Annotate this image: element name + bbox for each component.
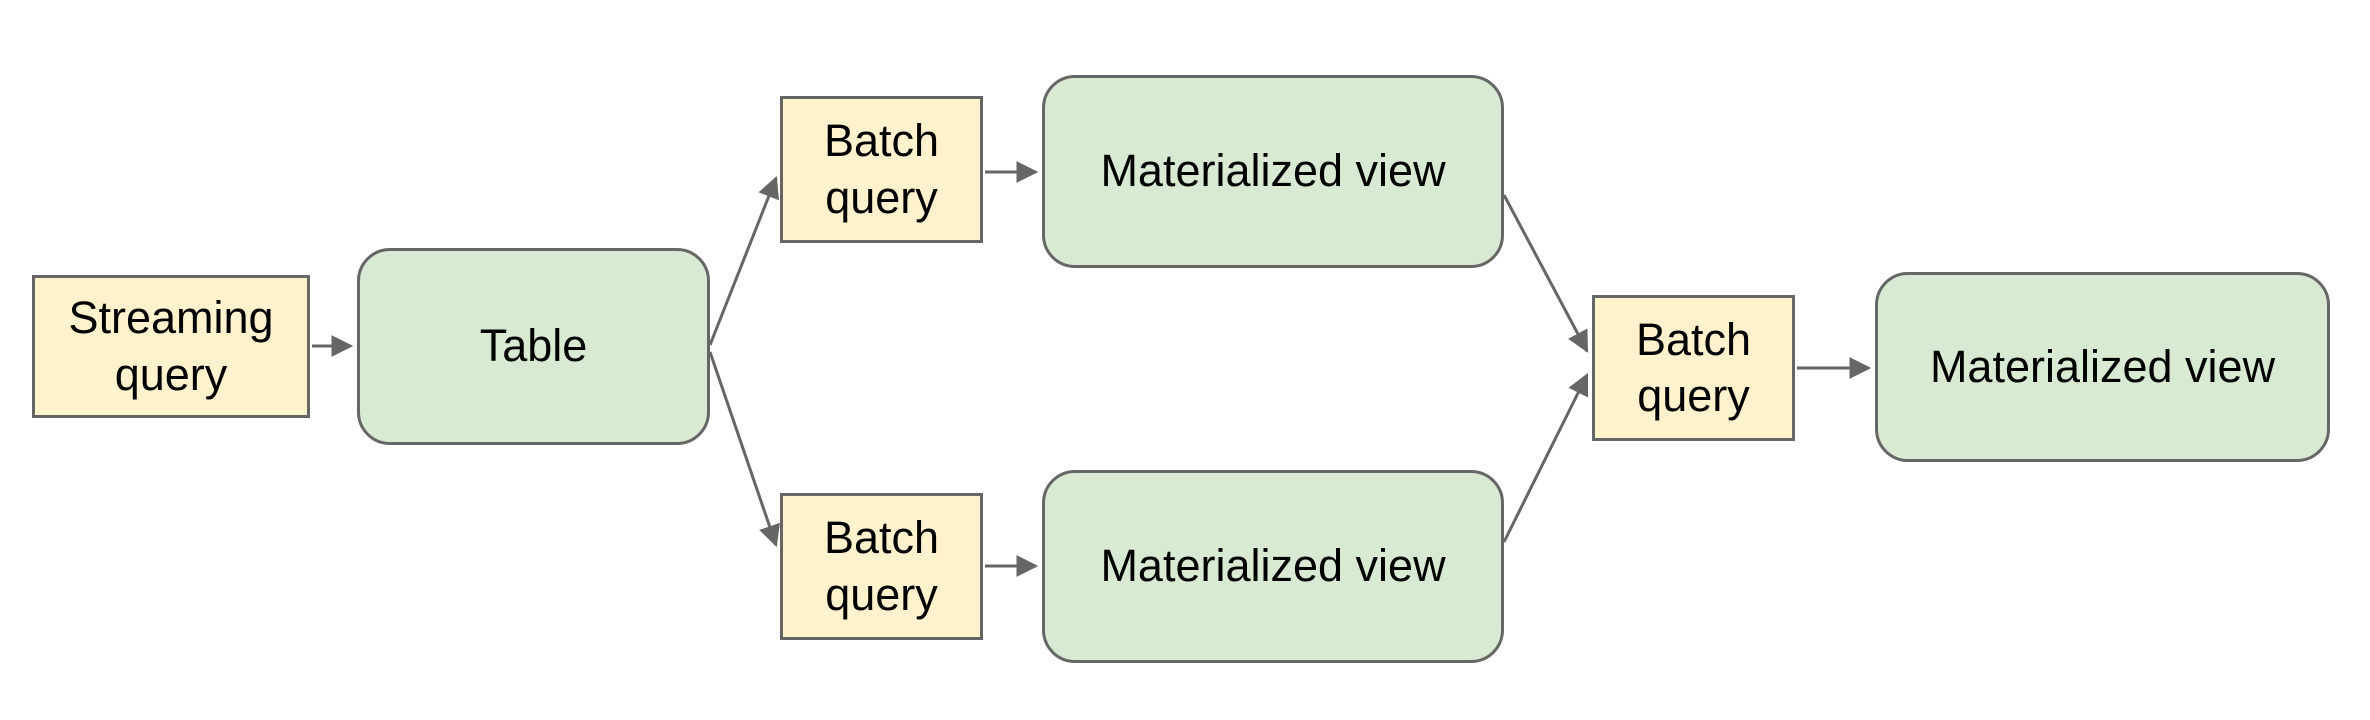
node-batch-query-bottom: Batch query: [780, 493, 983, 640]
node-materialized-view-top-label: Materialized view: [1100, 145, 1446, 197]
node-batch-query-bottom-label: Batch query: [823, 512, 940, 620]
node-streaming-query: Streaming query: [32, 275, 310, 418]
node-materialized-view-top: Materialized view: [1042, 75, 1504, 268]
node-materialized-view-bottom: Materialized view: [1042, 470, 1504, 663]
node-batch-query-merge-label: Batch query: [1635, 313, 1752, 421]
node-materialized-view-final-label: Materialized view: [1929, 340, 2276, 392]
node-batch-query-merge: Batch query: [1592, 295, 1795, 441]
node-batch-query-top: Batch query: [780, 96, 983, 243]
node-batch-query-top-label: Batch query: [823, 115, 940, 223]
node-table: Table: [357, 248, 710, 445]
node-materialized-view-bottom-label: Materialized view: [1100, 540, 1446, 592]
edge-mv-top-to-batch-query-merge: [1502, 194, 1589, 353]
edge-table-to-batch-query-top: [708, 175, 779, 346]
edge-table-to-batch-query-bottom: [708, 351, 780, 548]
edge-mv-bottom-to-batch-query-merge: [1502, 373, 1589, 543]
node-materialized-view-final: Materialized view: [1875, 272, 2330, 462]
node-table-label: Table: [479, 320, 588, 372]
node-streaming-query-label: Streaming query: [68, 292, 274, 400]
